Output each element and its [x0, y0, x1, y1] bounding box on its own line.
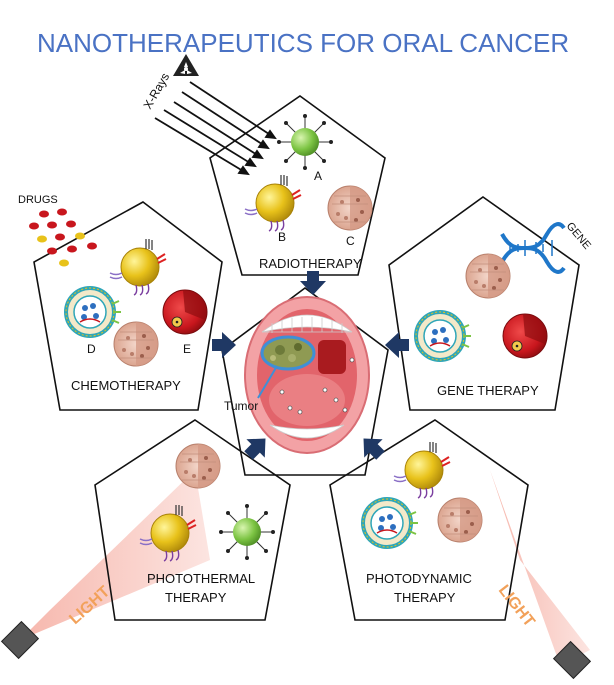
- diagram-title: NANOTHERAPEUTICS FOR ORAL CANCER: [37, 28, 569, 58]
- light-label-right: LIGHT: [495, 582, 538, 630]
- gold-nanoparticle-b: [244, 174, 302, 232]
- photodynamic-label-line1: PHOTODYNAMIC: [366, 571, 472, 586]
- radiation-icon: [173, 54, 199, 76]
- tumor-pointer: [257, 365, 278, 399]
- chemotherapy-label: CHEMOTHERAPY: [71, 378, 181, 393]
- gene-label: GENE: [564, 220, 593, 252]
- oral-cavity-illustration: [244, 296, 370, 454]
- tumor-region: [260, 335, 316, 371]
- liposome-d: [64, 286, 123, 338]
- pentagon-radiotherapy: [209, 95, 386, 276]
- green-nanoparticle-a: [276, 113, 334, 171]
- xray-beams: [154, 81, 277, 176]
- arrow-chemo-to-center: [212, 332, 236, 358]
- label-d: D: [87, 342, 96, 356]
- label-a: A: [314, 169, 322, 183]
- pentagon-gene-therapy: [388, 196, 580, 411]
- light-source-icon: [0, 620, 40, 660]
- liposome-photodynamic: [361, 497, 420, 549]
- tissue-photodynamic: [437, 497, 483, 543]
- light-source-icon: [552, 640, 592, 680]
- arrow-gene-to-center: [385, 332, 409, 358]
- gold-nanoparticle-chemo: [109, 238, 167, 296]
- light-beam-right: [490, 470, 590, 665]
- light-beam-left: [20, 470, 210, 640]
- red-nanoparticle-gene: [502, 313, 548, 359]
- dna-icon: [500, 222, 566, 274]
- tissue-gene: [465, 253, 511, 299]
- tissue-photothermal: [175, 443, 221, 489]
- pentagon-photothermal: [94, 419, 291, 621]
- red-nanoparticle-e: [162, 289, 208, 335]
- photothermal-label-line2: THERAPY: [165, 590, 227, 605]
- tumor-label: Tumor: [224, 399, 258, 413]
- pentagon-center: [221, 287, 389, 476]
- gene-therapy-label: GENE THERAPY: [437, 383, 539, 398]
- tissue-chemo: [113, 321, 159, 367]
- liposome-gene: [414, 310, 473, 362]
- green-nanoparticle-photothermal: [218, 503, 276, 561]
- drugs-label: DRUGS: [18, 194, 58, 206]
- xrays-label: X-Rays: [140, 70, 172, 111]
- photodynamic-label-line2: THERAPY: [394, 590, 456, 605]
- gold-nanoparticle-photodynamic: [393, 441, 451, 499]
- pentagon-photodynamic: [329, 419, 529, 621]
- label-c: C: [346, 234, 355, 248]
- label-b: B: [278, 230, 286, 244]
- photothermal-label-line1: PHOTOTHERMAL: [147, 571, 255, 586]
- drug-dots-icon: [29, 208, 97, 267]
- tissue-c: [327, 185, 373, 231]
- label-e: E: [183, 342, 191, 356]
- radiotherapy-label: RADIOTHERAPY: [259, 256, 362, 271]
